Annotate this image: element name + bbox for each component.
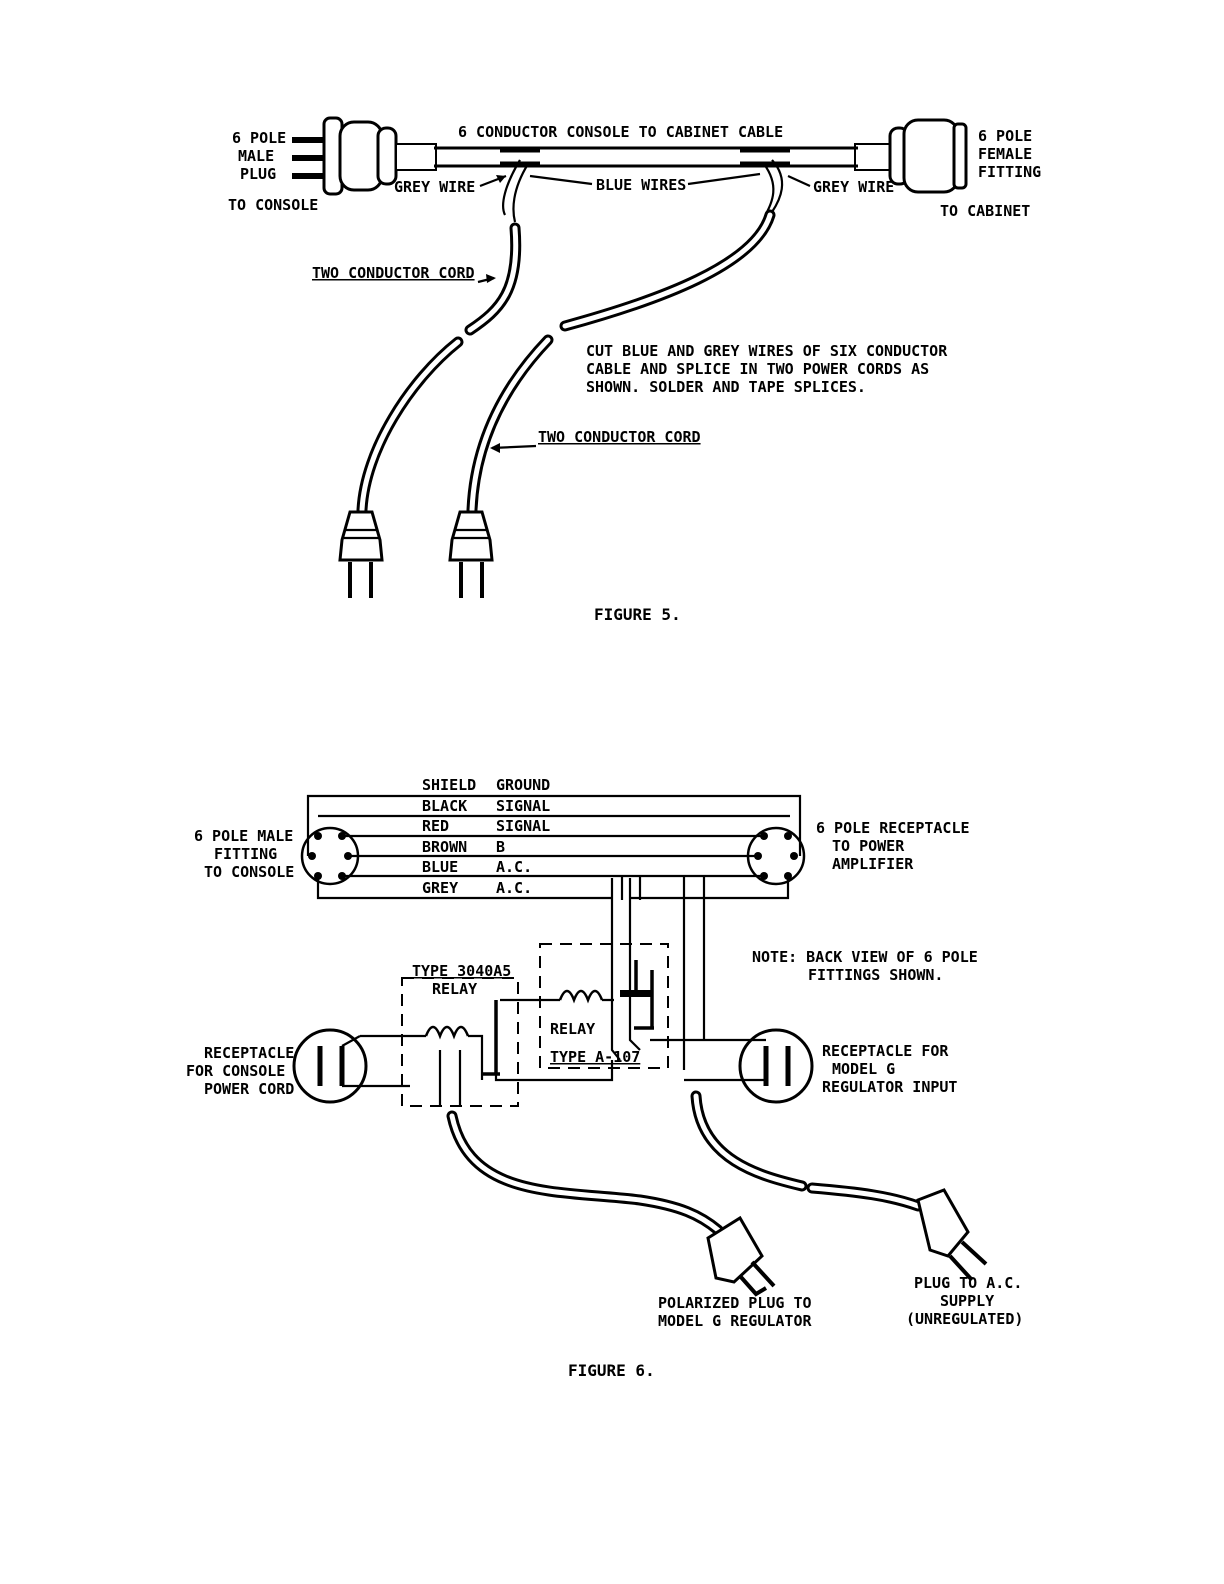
relay-a107-type: TYPE A-107 bbox=[550, 1048, 640, 1066]
receptacle-regulator-label-3: REGULATOR INPUT bbox=[822, 1078, 957, 1096]
receptacle-console-label-3: POWER CORD bbox=[204, 1080, 294, 1098]
figure-6-caption: FIGURE 6. bbox=[568, 1361, 655, 1380]
receptacle-regulator-label-1: RECEPTACLE FOR bbox=[822, 1042, 949, 1060]
grey-wire-right-label: GREY WIRE bbox=[813, 178, 894, 196]
male-fitting-label-3: TO CONSOLE bbox=[204, 863, 294, 881]
note-line-2: FITTINGS SHOWN. bbox=[808, 966, 943, 984]
cord-to-supply bbox=[690, 1090, 924, 1212]
plug-supply-label-1: PLUG TO A.C. bbox=[914, 1274, 1022, 1292]
female-fitting-label-2: FEMALE bbox=[978, 145, 1032, 163]
wire-function-3: B bbox=[496, 838, 505, 856]
six-pole-receptacle bbox=[746, 826, 806, 886]
female-fitting-label-1: 6 POLE bbox=[978, 127, 1032, 145]
wire-color-1: BLACK bbox=[422, 797, 467, 815]
figure-5-caption: FIGURE 5. bbox=[594, 605, 681, 624]
grey-wire-left-label: GREY WIRE bbox=[394, 178, 475, 196]
receptacle-console-label-2: FOR CONSOLE bbox=[186, 1062, 285, 1080]
male-plug-label-2: MALE bbox=[238, 147, 274, 165]
wire-function-2: SIGNAL bbox=[496, 817, 550, 835]
cord-to-regulator bbox=[446, 1110, 724, 1236]
wire-pointers bbox=[477, 172, 811, 453]
plug-supply-label-2: SUPPLY bbox=[940, 1292, 994, 1310]
male-fitting-label-2: FITTING bbox=[214, 845, 277, 863]
receptacle-amp-label-2: TO POWER bbox=[832, 837, 905, 855]
relay-a107 bbox=[520, 943, 669, 1069]
receptacle-regulator bbox=[650, 1028, 814, 1104]
instruction-line-3: SHOWN. SOLDER AND TAPE SPLICES. bbox=[586, 378, 866, 396]
wire-color-3: BROWN bbox=[422, 838, 467, 856]
two-conductor-cord-label-1: TWO CONDUCTOR CORD bbox=[312, 264, 475, 282]
relay-3040a5 bbox=[360, 977, 614, 1107]
relay-3040a5-type: TYPE 3040A5 bbox=[412, 962, 511, 980]
six-conductor-cable bbox=[434, 146, 858, 223]
wire-function-5: A.C. bbox=[496, 879, 532, 897]
instruction-line-2: CABLE AND SPLICE IN TWO POWER CORDS AS bbox=[586, 360, 929, 378]
plug-supply-label-3: (UNREGULATED) bbox=[906, 1310, 1023, 1328]
male-plug-label-3: PLUG bbox=[240, 165, 276, 183]
wire-color-4: BLUE bbox=[422, 858, 458, 876]
supply-plug bbox=[916, 1188, 988, 1282]
wire-color-0: SHIELD bbox=[422, 776, 476, 794]
two-conductor-cord-right bbox=[466, 209, 776, 516]
power-plug-right bbox=[448, 510, 494, 598]
to-console-label: TO CONSOLE bbox=[228, 196, 318, 214]
female-fitting-label-3: FITTING bbox=[978, 163, 1041, 181]
receptacle-console-label-1: RECEPTACLE bbox=[204, 1044, 294, 1062]
receptacle-amp-label-3: AMPLIFIER bbox=[832, 855, 914, 873]
figure-6: SHIELD GROUND BLACK SIGNAL RED SIGNAL BR… bbox=[186, 776, 1023, 1380]
note-line-1: NOTE: BACK VIEW OF 6 POLE bbox=[752, 948, 978, 966]
two-conductor-cord-left bbox=[356, 222, 522, 516]
polarized-plug bbox=[706, 1215, 776, 1297]
six-pole-male-plug bbox=[292, 116, 437, 196]
relay-a107-name: RELAY bbox=[550, 1020, 595, 1038]
male-plug-label-1: 6 POLE bbox=[232, 129, 286, 147]
figure-5: 6 CONDUCTOR CONSOLE TO CABINET CABLE 6 P… bbox=[228, 116, 1041, 624]
two-conductor-cord-label-2: TWO CONDUCTOR CORD bbox=[538, 428, 701, 446]
male-fitting-label-1: 6 POLE MALE bbox=[194, 827, 293, 845]
cable-label: 6 CONDUCTOR CONSOLE TO CABINET CABLE bbox=[458, 123, 783, 141]
instruction-line-1: CUT BLUE AND GREY WIRES OF SIX CONDUCTOR bbox=[586, 342, 948, 360]
wire-function-4: A.C. bbox=[496, 858, 532, 876]
to-cabinet-label: TO CABINET bbox=[940, 202, 1030, 220]
six-conductor-wiring bbox=[306, 794, 802, 1070]
receptacle-regulator-label-2: MODEL G bbox=[832, 1060, 895, 1078]
polarized-plug-label-1: POLARIZED PLUG TO bbox=[658, 1294, 812, 1312]
blue-wires-label: BLUE WIRES bbox=[596, 176, 686, 194]
receptacle-amp-label-1: 6 POLE RECEPTACLE bbox=[816, 819, 970, 837]
relay-3040a5-name: RELAY bbox=[432, 980, 477, 998]
receptacle-console bbox=[292, 1028, 410, 1104]
six-pole-male-fitting bbox=[300, 826, 360, 886]
wire-color-5: GREY bbox=[422, 879, 458, 897]
polarized-plug-label-2: MODEL G REGULATOR bbox=[658, 1312, 812, 1330]
wire-function-1: SIGNAL bbox=[496, 797, 550, 815]
power-plug-left bbox=[338, 510, 384, 598]
wire-color-2: RED bbox=[422, 817, 449, 835]
six-pole-female-fitting bbox=[854, 118, 968, 194]
wire-function-0: GROUND bbox=[496, 776, 550, 794]
